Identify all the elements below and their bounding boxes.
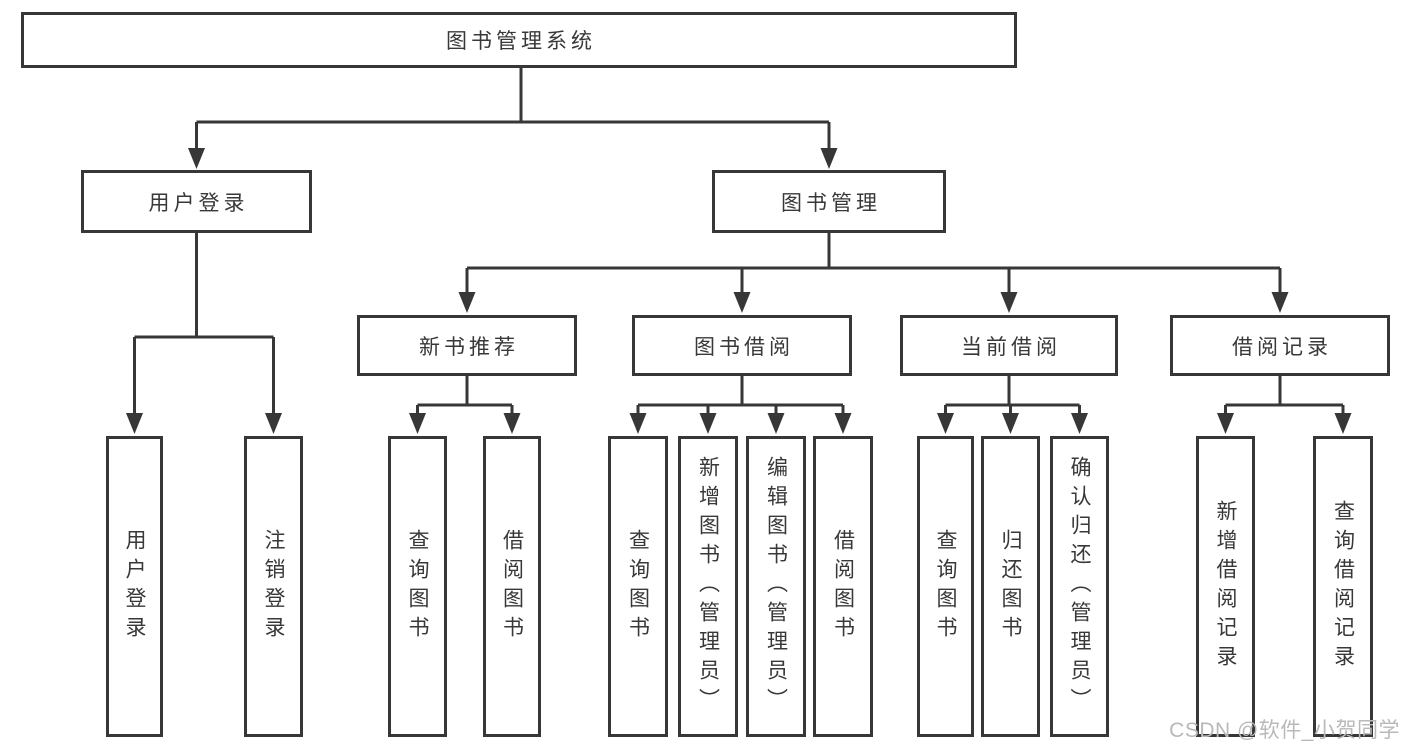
node-borrowing-records-label: 借阅记录 xyxy=(1232,335,1332,359)
connector-borrowing-records-to-leaves xyxy=(1217,376,1352,434)
leaf-edit-books-admin: 编辑图书（管理员） xyxy=(746,436,806,737)
connector-book-borrowing-to-leaves xyxy=(629,376,852,434)
connector-current-borrowing-to-leaves xyxy=(937,376,1088,434)
connector-user-login-to-leaves xyxy=(126,233,282,434)
node-current-borrowing-label: 当前借阅 xyxy=(961,335,1061,359)
leaf-query-books-borrowing-label: 查询图书 xyxy=(626,528,650,645)
node-user-login-label: 用户登录 xyxy=(148,191,249,215)
node-borrowing-records: 借阅记录 xyxy=(1170,315,1390,376)
leaf-borrow-books: 借阅图书 xyxy=(813,436,873,737)
node-new-book-recommend: 新书推荐 xyxy=(357,315,577,376)
leaf-add-borrow-record: 新增借阅记录 xyxy=(1196,436,1255,737)
leaf-borrow-books-recommend-label: 借阅图书 xyxy=(500,528,524,645)
node-root-label: 图书管理系统 xyxy=(446,30,596,53)
leaf-query-books-borrowing: 查询图书 xyxy=(608,436,668,737)
leaf-query-borrow-record: 查询借阅记录 xyxy=(1313,436,1373,737)
connector-book-management-to-level3 xyxy=(458,233,1289,313)
leaf-add-borrow-record-label: 新增借阅记录 xyxy=(1214,499,1237,674)
leaf-add-books-admin-label: 新增图书（管理员） xyxy=(696,456,720,717)
leaf-return-books-label: 归还图书 xyxy=(999,528,1022,645)
leaf-user-login-label: 用户登录 xyxy=(123,528,146,645)
connector-new-book-recommend-to-leaves xyxy=(409,376,521,434)
leaf-logout-label: 注销登录 xyxy=(262,528,285,645)
csdn-watermark: CSDN @软件_小贺同学 xyxy=(1169,719,1400,742)
leaf-borrow-books-recommend: 借阅图书 xyxy=(483,436,541,737)
leaf-query-books-current-label: 查询图书 xyxy=(934,528,957,645)
leaf-edit-books-admin-label: 编辑图书（管理员） xyxy=(764,456,788,717)
leaf-confirm-return-admin: 确认归还（管理员） xyxy=(1050,436,1109,737)
node-book-borrowing-label: 图书借阅 xyxy=(694,335,794,359)
leaf-query-borrow-record-label: 查询借阅记录 xyxy=(1331,499,1355,674)
leaf-query-books-current: 查询图书 xyxy=(917,436,974,737)
leaf-confirm-return-admin-label: 确认归还（管理员） xyxy=(1068,456,1091,717)
leaf-query-books-recommend-label: 查询图书 xyxy=(406,528,429,645)
node-current-borrowing: 当前借阅 xyxy=(900,315,1118,376)
leaf-return-books: 归还图书 xyxy=(981,436,1040,737)
node-user-login: 用户登录 xyxy=(81,170,312,233)
node-new-book-recommend-label: 新书推荐 xyxy=(419,335,519,359)
connector-root-to-level2 xyxy=(188,68,838,169)
node-book-borrowing: 图书借阅 xyxy=(632,315,852,376)
leaf-borrow-books-label: 借阅图书 xyxy=(831,528,855,645)
leaf-add-books-admin: 新增图书（管理员） xyxy=(678,436,738,737)
node-book-management-label: 图书管理 xyxy=(781,191,881,215)
leaf-logout: 注销登录 xyxy=(244,436,303,737)
leaf-query-books-recommend: 查询图书 xyxy=(388,436,447,737)
node-book-management: 图书管理 xyxy=(712,170,946,233)
node-root: 图书管理系统 xyxy=(21,12,1017,68)
leaf-user-login: 用户登录 xyxy=(106,436,163,737)
